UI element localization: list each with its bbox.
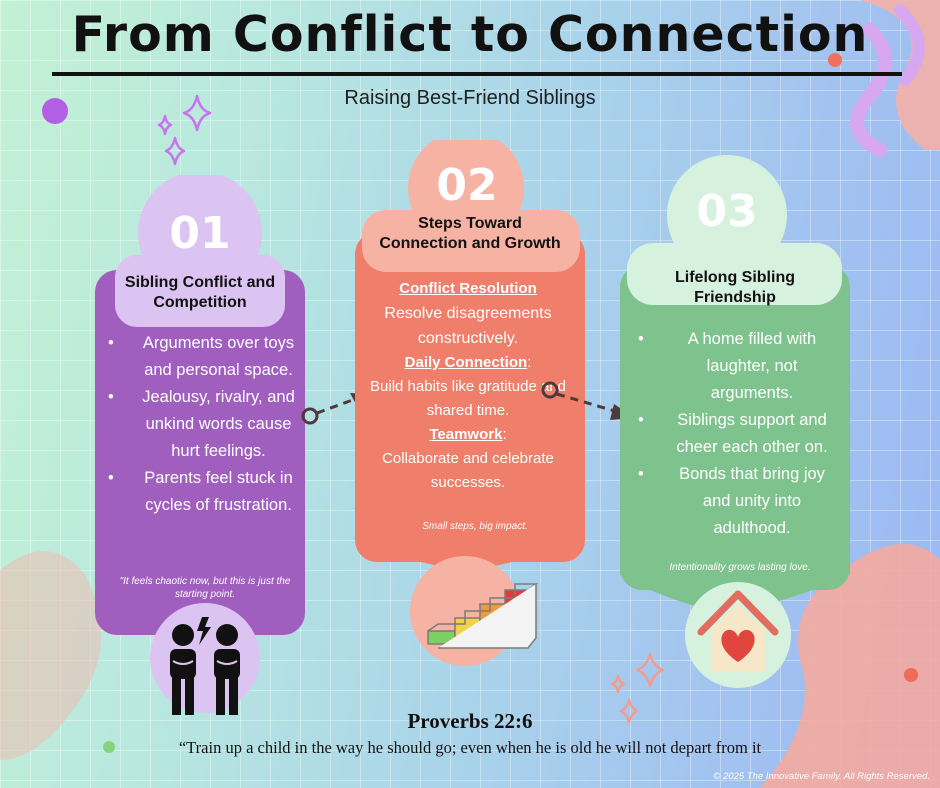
column3-bullet-list: A home filled with laughter, not argumen… bbox=[628, 326, 840, 542]
column1-heading-line2: Competition bbox=[153, 294, 247, 311]
column3-heading: Lifelong Sibling Friendship bbox=[650, 268, 820, 308]
section-text: Build habits like gratitude and shared t… bbox=[370, 378, 566, 419]
column1-note: "It feels chaotic now, but this is just … bbox=[95, 575, 315, 601]
stairs-icon bbox=[410, 556, 539, 666]
list-item: Arguments over toys and personal space. bbox=[98, 330, 303, 384]
column3-note: Intentionality grows lasting love. bbox=[669, 562, 811, 573]
sparkle-icon bbox=[610, 652, 665, 724]
column2-heading-line2: Connection and Growth bbox=[379, 235, 561, 252]
column1-note-line2: starting point. bbox=[174, 589, 236, 600]
section-teamwork: Teamwork: Collaborate and celebrate succ… bbox=[368, 423, 568, 495]
list-item: Siblings support and cheer each other on… bbox=[628, 407, 840, 461]
column1-heading: Sibling Conflict and Competition bbox=[115, 273, 285, 313]
column2-number: 02 bbox=[436, 160, 498, 211]
column2-heading-line1: Steps Toward bbox=[418, 215, 522, 232]
section-label: Teamwork bbox=[429, 426, 503, 443]
column1-heading-line1: Sibling Conflict and bbox=[124, 274, 276, 291]
section-label: Daily Connection bbox=[404, 354, 528, 371]
column1-number: 01 bbox=[169, 208, 231, 259]
sparkle-icon bbox=[157, 94, 212, 166]
section-text: Resolve disagreements constructively. bbox=[384, 305, 552, 347]
column1-bullet-list: Arguments over toys and personal space. … bbox=[98, 330, 303, 519]
list-item: Parents feel stuck in cycles of frustrat… bbox=[98, 465, 303, 519]
page-title: From Conflict to Connection bbox=[71, 6, 869, 63]
page-subtitle: Raising Best-Friend Siblings bbox=[344, 87, 596, 109]
column3-heading-line1: Lifelong Sibling bbox=[675, 269, 795, 286]
title-underline bbox=[52, 72, 902, 76]
column1-note-line1: "It feels chaotic now, but this is just … bbox=[119, 576, 291, 587]
column2-panel bbox=[355, 140, 585, 570]
verse-text: “Train up a child in the way he should g… bbox=[178, 738, 762, 757]
section-label: Conflict Resolution bbox=[399, 280, 537, 297]
column2-heading: Steps Toward Connection and Growth bbox=[360, 214, 580, 254]
home-heart-icon bbox=[685, 582, 791, 688]
column3-number: 03 bbox=[696, 186, 758, 237]
section-conflict-resolution: Conflict Resolution Resolve disagreement… bbox=[368, 277, 568, 351]
arguing-siblings-icon bbox=[150, 603, 260, 715]
list-item: Bonds that bring joy and unity into adul… bbox=[628, 461, 840, 542]
list-item: A home filled with laughter, not argumen… bbox=[628, 326, 840, 407]
section-text: Collaborate and celebrate successes. bbox=[382, 450, 554, 491]
list-item: Jealousy, rivalry, and unkind words caus… bbox=[98, 384, 303, 465]
column2-sections: Conflict Resolution Resolve disagreement… bbox=[368, 277, 568, 495]
column2-note: Small steps, big impact. bbox=[422, 521, 528, 532]
verse-reference: Proverbs 22:6 bbox=[407, 709, 533, 733]
copyright: © 2025 The Innovative Family. All Rights… bbox=[713, 771, 930, 782]
column3-heading-line2: Friendship bbox=[694, 289, 776, 306]
section-daily-connection: Daily Connection: Build habits like grat… bbox=[368, 351, 568, 423]
